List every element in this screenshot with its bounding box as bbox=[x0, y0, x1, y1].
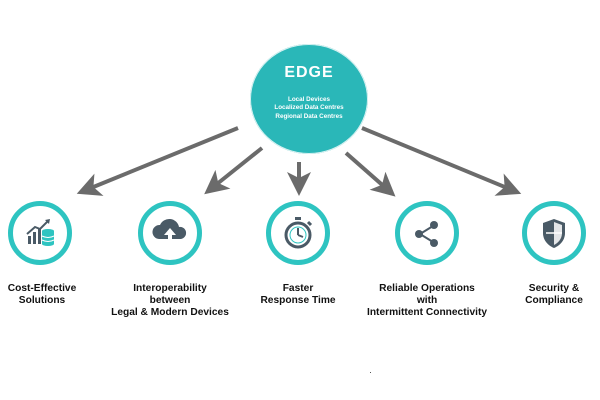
benefit-node-cost bbox=[8, 201, 72, 265]
cloud-upload-icon bbox=[152, 218, 187, 243]
label-line: Cost-Effective bbox=[7, 283, 77, 294]
benefit-label-reliable: Reliable Operations with Intermittent Co… bbox=[357, 283, 497, 320]
label-line: Compliance bbox=[525, 295, 583, 307]
benefit-label-faster: Faster Response Time bbox=[228, 283, 368, 307]
edge-hub: EDGE Local Devices Localized Data Centre… bbox=[250, 44, 368, 154]
label-line: Intermittent Connectivity bbox=[367, 307, 487, 319]
label-line: Reliable Operations bbox=[379, 283, 475, 294]
label-line: Faster bbox=[282, 283, 314, 294]
stopwatch-icon bbox=[284, 217, 313, 249]
benefit-label-security: Security & Compliance bbox=[484, 283, 600, 307]
benefit-node-reliable bbox=[395, 201, 459, 265]
hub-line: Regional Data Centres bbox=[275, 112, 343, 120]
benefit-label-interop: Interoperability between Legal & Modern … bbox=[100, 283, 240, 320]
arrow-to-interop bbox=[204, 146, 264, 195]
shield-icon bbox=[543, 219, 565, 248]
bar-chart-icon bbox=[26, 219, 55, 246]
hub-line: Local Devices bbox=[287, 96, 330, 103]
label-line: between bbox=[149, 295, 191, 307]
hub-lines: Local Devices Localized Data Centres Reg… bbox=[256, 96, 362, 121]
hub-title: EDGE bbox=[284, 64, 334, 81]
label-line: Solutions bbox=[18, 295, 66, 307]
label-line: Legal & Modern Devices bbox=[111, 307, 229, 319]
share-icon bbox=[415, 221, 438, 247]
arrow-to-security bbox=[361, 126, 522, 196]
label-line: Security & bbox=[528, 283, 580, 294]
label-line: Response Time bbox=[260, 295, 336, 307]
benefit-node-security bbox=[522, 201, 586, 265]
benefit-label-cost: Cost-Effective Solutions bbox=[0, 283, 112, 307]
decorative-dot bbox=[370, 372, 371, 373]
label-line: with bbox=[416, 295, 438, 307]
arrow-to-cost bbox=[76, 126, 239, 196]
benefit-node-interop bbox=[138, 201, 202, 265]
benefit-node-faster bbox=[266, 201, 330, 265]
hub-line: Localized Data Centres bbox=[274, 104, 344, 112]
label-line: Interoperability bbox=[133, 283, 207, 294]
arrow-to-reliable bbox=[344, 151, 396, 197]
